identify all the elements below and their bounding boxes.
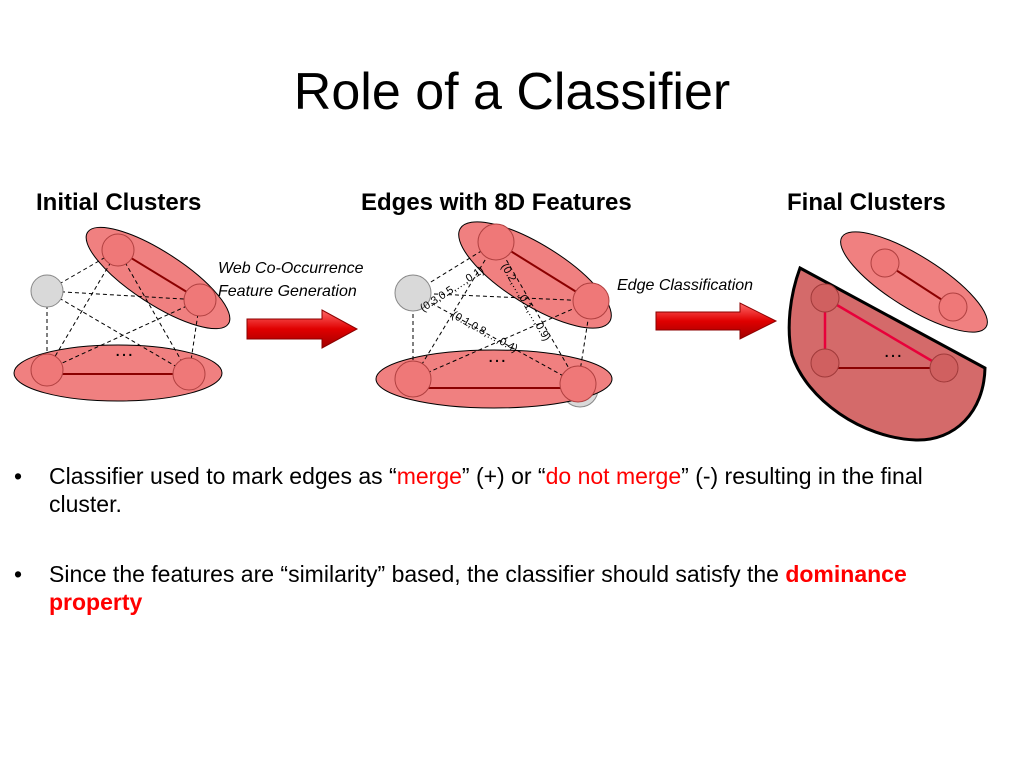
cluster-node (929, 353, 959, 383)
arrow-edge-classification: Edge Classification (617, 277, 778, 340)
right-arrow-icon (246, 309, 359, 349)
cluster-node (810, 283, 840, 313)
cluster-node (870, 248, 900, 278)
cluster-node (30, 353, 64, 387)
singleton-node (394, 274, 432, 312)
cluster-node (572, 282, 610, 320)
bullet-text-middle: ” (+) or “ (461, 463, 546, 489)
intra-cluster-edge (495, 241, 592, 302)
dominance-property-term: dominance property (49, 561, 907, 615)
cluster-node (810, 348, 840, 378)
arrow-label-edge-classification: Edge Classification (617, 277, 753, 294)
initial-clusters-panel: … (13, 226, 231, 402)
final-clusters-panel: … (787, 231, 988, 442)
bullet-text-suffix: ” (-) resulting in the final cluster. (49, 463, 923, 517)
heading-edges-8d-features: Edges with 8D Features (361, 189, 632, 216)
bottom-cluster (375, 349, 613, 409)
singleton-node (30, 274, 64, 308)
ellipsis-label: … (487, 345, 507, 367)
bullet-text: Classifier used to mark edges as “merge”… (49, 462, 989, 518)
cluster-node (183, 283, 217, 317)
merge-term: merge (396, 463, 462, 489)
bullet-marker: • (14, 561, 23, 587)
arrow-feature-generation: Web Co-Occurrence Feature Generation (218, 260, 364, 349)
bullet-text-prefix: Classifier used to mark edges as “ (49, 463, 397, 489)
ellipsis-label: … (883, 340, 903, 362)
top-cluster (85, 226, 231, 330)
feature-vector-label: (0.1,0.8,…,0.4) (450, 309, 520, 355)
arrow-label-feature-generation: Feature Generation (218, 283, 357, 300)
cluster-node (477, 223, 515, 261)
cluster-node (559, 365, 597, 403)
cluster-node (938, 292, 968, 322)
bullet-marker: • (14, 463, 23, 489)
bullet-text-prefix: Since the features are “similarity” base… (49, 561, 786, 587)
slide-title: Role of a Classifier (293, 63, 731, 121)
do-not-merge-term: do not merge (545, 463, 682, 489)
cluster-node (172, 357, 206, 391)
cluster-node (101, 233, 135, 267)
right-arrow-icon (655, 302, 778, 340)
bullet-text: Since the features are “similarity” base… (49, 560, 989, 616)
arrow-label-web-co-occurrence: Web Co-Occurrence (218, 260, 364, 277)
edges-8d-panel: … (0.3,0.5,…,0.1) (0.2,…,0.1,…,0.9) (0.1… (375, 221, 613, 409)
cluster-node (394, 360, 432, 398)
final-merged-cluster (787, 265, 987, 442)
heading-final-clusters: Final Clusters (787, 189, 946, 216)
heading-initial-clusters: Initial Clusters (36, 189, 202, 216)
ellipsis-label: … (114, 339, 134, 361)
clustering-diagram: … Web Co-Occurrence Feature Generation …… (13, 221, 988, 442)
